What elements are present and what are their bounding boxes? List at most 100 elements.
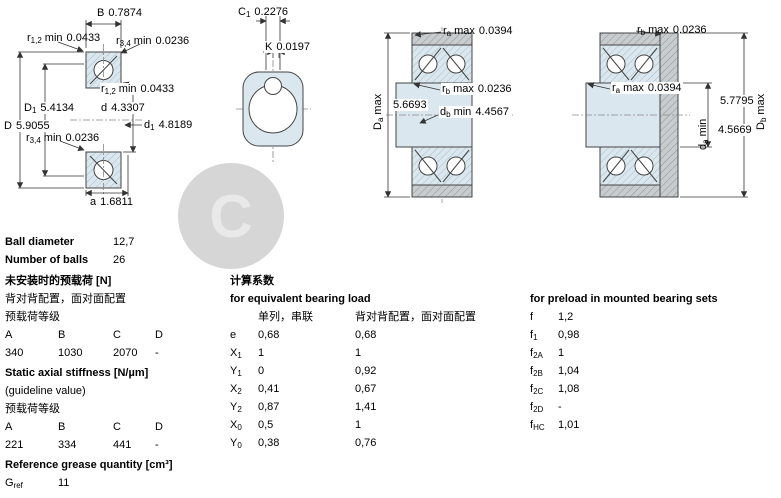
cell-value: 334 xyxy=(58,439,77,451)
contact-angle-line xyxy=(602,47,630,81)
preload-section-title-row: 未安装时的预载荷 [N] xyxy=(5,272,225,290)
factor-row-f2D: f2D- xyxy=(530,398,770,416)
cell-value: - xyxy=(155,439,159,451)
stiffness-class-label: 预载荷等级 xyxy=(5,403,60,415)
factor-symbol: X2 xyxy=(230,383,242,396)
cell-value: 340 xyxy=(5,347,24,359)
housing xyxy=(599,184,661,198)
factor-symbol: fHC xyxy=(530,419,545,432)
preload-class-label: 预载荷等级 xyxy=(5,311,60,323)
housing xyxy=(411,184,473,198)
calc-title: 计算系数 xyxy=(230,275,274,287)
dim-da-min-value: 4.5669 xyxy=(717,124,753,136)
calc-subtitle-row: for equivalent bearing load xyxy=(230,290,520,308)
cell-value: 221 xyxy=(5,439,24,451)
preload-arrangement-label: 背对背配置，面对面配置 xyxy=(5,293,126,305)
preload-factors-title: for preload in mounted bearing sets xyxy=(530,293,718,305)
stiffness-values-row: 221 334 441 - xyxy=(5,436,225,454)
factor-value: 1,41 xyxy=(355,401,377,413)
preload-class-label-row: 预载荷等级 xyxy=(5,308,225,326)
grease-value: 11 xyxy=(58,477,70,489)
factor-symbol: Y2 xyxy=(230,401,242,414)
factor-value: 1 xyxy=(355,347,362,359)
factor-symbol: Y1 xyxy=(230,365,242,378)
dim-Da-max-label: Damax xyxy=(372,93,385,130)
dim-Db-max-value: 5.7795 xyxy=(719,95,755,107)
contact-angle-line xyxy=(442,149,470,183)
factor-value: 0,67 xyxy=(355,383,377,395)
col-header: B xyxy=(58,329,66,341)
grease-section-title: Reference grease quantity [cm³] xyxy=(5,459,173,471)
factor-value: 0,38 xyxy=(258,437,280,449)
dim-da-min-label: damin xyxy=(697,118,710,150)
stiffness-section-title: Static axial stiffness [N/µm] xyxy=(5,367,149,379)
ball-diameter-value: 12,7 xyxy=(113,236,135,248)
stiffness-section-title-row: Static axial stiffness [N/µm] xyxy=(5,364,225,382)
calc-subtitle: for equivalent bearing load xyxy=(230,293,371,305)
specs-column: Ball diameter 12,7 Number of balls 26 未安… xyxy=(5,233,225,492)
factor-value: 1 xyxy=(258,347,265,359)
contact-angle-line xyxy=(602,149,630,183)
dimension-lines xyxy=(384,31,442,198)
col-header: B xyxy=(58,421,66,433)
cell-value: - xyxy=(155,347,159,359)
contact-angle-line xyxy=(630,47,658,81)
factor-symbol: f2B xyxy=(530,365,543,378)
preload-values-row: 340 1030 2070 - xyxy=(5,344,225,362)
watermark-logo: C xyxy=(178,163,284,269)
grease-section-title-row: Reference grease quantity [cm³] xyxy=(5,456,225,474)
stiffness-guideline-row: (guideline value) xyxy=(5,382,225,400)
number-of-balls-label: Number of balls xyxy=(5,254,89,266)
factor-symbol: f2A xyxy=(530,347,543,360)
col-header: D xyxy=(155,329,163,341)
bearing-side-view-diagram xyxy=(236,16,311,162)
dim-Db-max-label: Dbmax xyxy=(755,93,768,130)
col-header: C xyxy=(113,329,121,341)
factor-value: 0,68 xyxy=(355,329,377,341)
factor-value: 1 xyxy=(355,419,362,431)
grease-symbol: Gref xyxy=(5,477,23,490)
preload-arrangement-row: 背对背配置，面对面配置 xyxy=(5,290,225,308)
stiffness-class-header-row: A B C D xyxy=(5,418,225,436)
guideline-value-label: (guideline value) xyxy=(5,385,86,397)
factor-value: 1,2 xyxy=(558,311,574,323)
stiffness-class-label-row: 预载荷等级 xyxy=(5,400,225,418)
grease-quantity-row: Gref 11 xyxy=(5,474,225,492)
factor-symbol: f1 xyxy=(530,329,538,342)
col-header: C xyxy=(113,421,121,433)
factor-value: 0 xyxy=(258,365,265,377)
col-header-back-to-back: 背对背配置，面对面配置 xyxy=(355,311,476,323)
factor-value: 1,01 xyxy=(558,419,580,431)
factor-value: 1,04 xyxy=(558,365,580,377)
factor-symbol: f2C xyxy=(530,383,544,396)
ball xyxy=(264,77,282,95)
factor-value: 1 xyxy=(558,347,565,359)
calc-title-row: 计算系数 xyxy=(230,272,520,290)
preload-factors-title-row: for preload in mounted bearing sets xyxy=(530,290,770,308)
factor-value: - xyxy=(558,401,562,413)
cell-value: 441 xyxy=(113,439,132,451)
preload-section-title: 未安装时的预载荷 [N] xyxy=(5,275,112,287)
dim-Da-max-value: 5.6693 xyxy=(392,99,428,111)
factor-row-f2B: f2B 1,04 xyxy=(530,362,770,380)
factor-row-fHC: fHC 1,01 xyxy=(530,416,770,434)
preload-class-header-row: A B C D xyxy=(5,326,225,344)
factor-value: 0,76 xyxy=(355,437,377,449)
calc-header-row: 单列，串联 背对背配置，面对面配置 xyxy=(230,308,520,326)
